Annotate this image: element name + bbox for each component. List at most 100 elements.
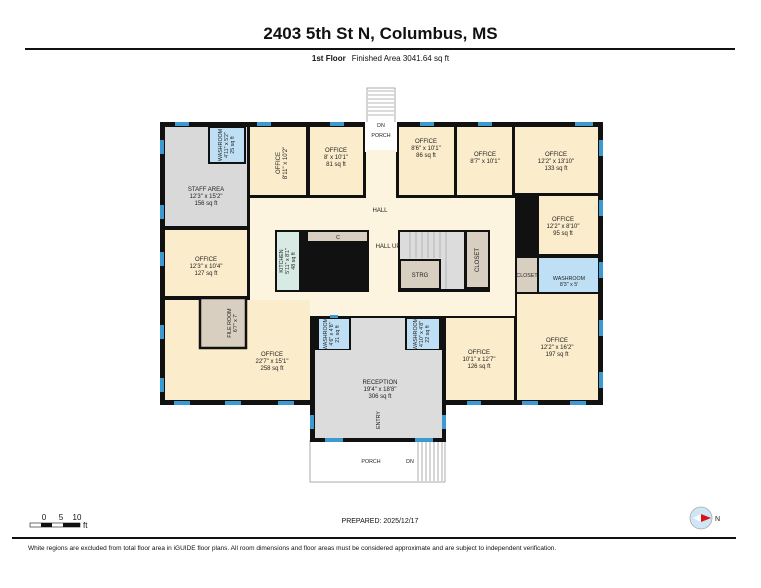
porch-top-name: PORCH [371,133,390,139]
scale-tick-10: 10 [73,513,82,522]
office-b [310,127,363,195]
file-room-name: FILE ROOM [227,308,233,337]
porch-bottom-dn: DN [406,459,414,465]
porch-bottom [309,439,446,483]
office-h-area: 258 sq ft [260,366,283,372]
office-i [446,318,514,400]
washroom-s2-name: WASHROOM [413,318,419,350]
reception [315,350,442,438]
washroom-s2 [405,317,441,351]
entry-name: ENTRY [376,411,382,429]
washroom-s1-name: WASHROOM [323,318,329,350]
office-d [457,127,512,195]
room-labels: STAFF AREA 12'3" x 15'2" 156 sq ft WASHR… [188,123,585,465]
hall-name: HALL [372,208,388,214]
header-divider [25,48,735,50]
strg-name: STRG [412,273,429,279]
porch-top-stairs [368,90,394,116]
reception-dims: 19'4" x 18'8" [364,387,397,393]
office-b-name: OFFICE [325,148,347,154]
office-i-area: 126 sq ft [467,364,490,370]
washroom-nw [208,126,246,164]
finished-area: Finished Area 3041.64 sq ft [351,54,450,63]
washroom-nw-name: WASHROOM [218,129,224,161]
office-g-dims: 12'3" x 10'4" [190,264,223,270]
washroom-e-name: WASHROOM [553,276,585,282]
office-c-dims: 8'6" x 10'1" [411,146,441,152]
compass-label: N [715,516,720,523]
porch-bottom-name: PORCH [361,459,380,465]
washroom-e-dims: 8'3" x 5' [560,282,578,288]
washroom-s2-area: 22 sq ft [425,325,431,343]
office-i-name: OFFICE [468,350,490,356]
office-g-area: 127 sq ft [194,271,217,277]
porch-top-dn: DN [377,123,385,129]
scale-tick-0: 0 [42,513,47,522]
prepared-date: PREPARED: 2025/12/17 [341,518,419,525]
floor-summary: 1st Floor Finished Area 3041.64 sq ft [0,54,761,63]
north-arrow-icon: N [689,506,720,530]
office-f-area: 95 sq ft [553,231,573,237]
washroom-s1-area: 21 sq ft [335,325,341,343]
office-a-name: OFFICE [276,152,282,174]
office-c-name: OFFICE [415,139,437,145]
kitchen [277,232,299,290]
office-e-area: 133 sq ft [544,166,567,172]
office-e-dims: 12'2" x 13'10" [538,159,574,165]
office-i-dims: 10'1" x 12'7" [463,357,496,363]
office-b-area: 81 sq ft [326,162,346,168]
office-j-dims: 12'2" x 16'2" [541,345,574,351]
hall-up [369,232,398,257]
office-g [165,230,247,296]
office-a-dims: 8'11" x 10'2" [283,147,289,179]
closet-mid-name: CLOSET [475,248,481,272]
office-f [539,196,598,254]
washroom-s2-dims: 4'10" x 4'8" [419,321,425,347]
scale-unit: ft [83,521,88,530]
office-f-dims: 12'2" x 8'10" [547,224,580,230]
closet-c-name: C [336,235,340,241]
office-d-dims: 8'7" x 10'1" [470,159,500,165]
office-j-area: 197 sq ft [545,352,568,358]
office-c-area: 86 sq ft [416,153,436,159]
closet-mid [467,232,488,287]
office-f-name: OFFICE [552,217,574,223]
closet-e [517,258,537,292]
office-d-name: OFFICE [474,152,496,158]
washroom-s1-dims: 4'6" x 4'8" [329,322,335,345]
office-j-name: OFFICE [546,338,568,344]
file-room [198,296,248,350]
disclaimer: White regions are excluded from total fl… [28,545,557,552]
footer-divider [12,537,736,539]
office-e-name: OFFICE [545,152,567,158]
office-e [515,127,598,193]
office-h-dims: 22'7" x 15'1" [256,359,289,365]
washroom-nw-area: 25 sq ft [230,136,236,154]
hall-up-name: HALL UP [376,244,401,250]
office-c [399,127,454,195]
reception-name: RECEPTION [362,380,397,386]
porch-bottom-stairs [417,442,443,481]
office-j [517,294,598,400]
kitchen-area: 48 sq ft [291,252,297,270]
scale-tick-5: 5 [59,513,64,522]
closet-e-name: CLOSET [516,273,538,279]
kitchen-name: KITCHEN [279,249,285,272]
floor-name: 1st Floor [311,54,346,63]
office-h-name: OFFICE [261,352,283,358]
staff-area-area: 156 sq ft [194,201,217,207]
file-room-dims: 6'7" x 7' [233,314,239,332]
reception-area: 306 sq ft [368,394,391,400]
office-a [250,127,306,195]
kitchen-dims: 5'11" x 8'1" [285,248,291,274]
washroom-e [539,258,598,292]
page-title: 2403 5th St N, Columbus, MS [263,24,498,43]
closet-c [308,232,367,241]
staff-area-name: STAFF AREA [188,187,224,193]
office-b-dims: 8' x 10'1" [324,155,348,161]
storage [399,259,441,290]
staff-area-dims: 12'3" x 15'2" [190,194,223,200]
office-g-name: OFFICE [195,257,217,263]
windows [160,122,603,442]
